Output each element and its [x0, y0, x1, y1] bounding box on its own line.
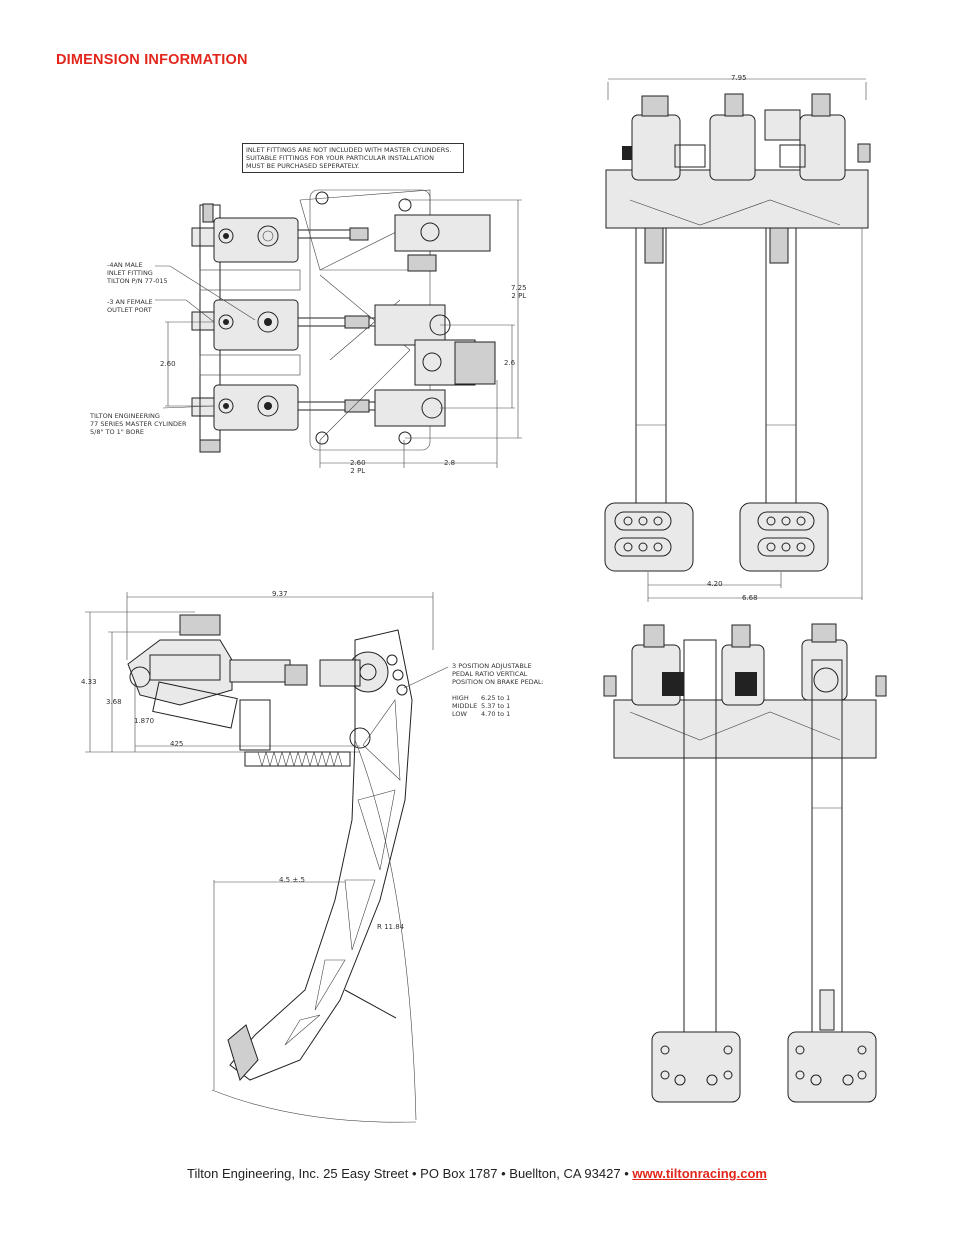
dim-h4: 425	[170, 740, 184, 748]
dim-width: 7.95	[731, 74, 747, 82]
dim-height: 7.25 2 PL	[511, 284, 527, 300]
website-link[interactable]: www.tiltonracing.com	[632, 1166, 767, 1181]
rear-view-drawing	[603, 623, 887, 1103]
dim-h3: 1.870	[134, 717, 155, 725]
pedal-ratio-callout: 3 POSITION ADJUSTABLE PEDAL RATIO VERTIC…	[452, 662, 544, 718]
inlet-fitting-callout: -4AN MALE INLET FITTING TILTON P/N 77-01…	[107, 261, 168, 285]
dim-pedal: 4.5 ±.5	[279, 876, 305, 884]
dim-overall: 6.68	[742, 594, 758, 602]
dim-h2: 3.68	[106, 698, 122, 706]
note-line: MUST BE PURCHASED SEPERATELY.	[246, 162, 360, 170]
dim-pitch: 2.6	[504, 359, 516, 367]
callout-line: PEDAL RATIO VERTICAL	[452, 670, 528, 678]
note-line: SUITABLE FITTINGS FOR YOUR PARTICULAR IN…	[246, 154, 434, 162]
front-view-drawing	[604, 78, 871, 602]
callout-line: OUTLET PORT	[107, 306, 152, 314]
ratio-value: 6.25 to 1	[481, 694, 511, 702]
footer: Tilton Engineering, Inc. 25 Easy Street …	[0, 1166, 954, 1181]
dim-pad-spacing: 4.20	[707, 580, 723, 588]
callout-line: -4AN MALE	[107, 261, 143, 269]
master-cylinder-callout: TILTON ENGINEERING 77 SERIES MASTER CYLI…	[90, 412, 187, 436]
ratio-row: LOW 4.70 to 1	[452, 710, 544, 718]
callout-line: 5/8" TO 1" BORE	[90, 428, 144, 436]
dim-radius: R 11.84	[377, 923, 405, 931]
callout-line: TILTON P/N 77-015	[107, 277, 168, 285]
side-view-drawing	[85, 592, 449, 1123]
ratio-label: MIDDLE	[452, 702, 478, 710]
dim-bottom-right: 2.8	[444, 459, 456, 467]
dim-h1: 4.33	[81, 678, 97, 686]
ratio-value: 4.70 to 1	[481, 710, 511, 718]
dim-value: 2 PL	[511, 292, 527, 300]
callout-line: INLET FITTING	[107, 269, 153, 277]
page-title: DIMENSION INFORMATION	[56, 52, 248, 68]
callout-line: 3 POSITION ADJUSTABLE	[452, 662, 532, 670]
callout-line: -3 AN FEMALE	[107, 298, 153, 306]
callout-line: POSITION ON BRAKE PEDAL:	[452, 678, 544, 686]
dim-left: 2.60	[160, 360, 176, 368]
dim-bottom-left: 2.60 2 PL	[350, 459, 366, 475]
top-view-drawing	[155, 189, 522, 468]
ratio-row: HIGH 6.25 to 1	[452, 694, 544, 702]
ratio-label: HIGH	[452, 694, 469, 702]
dim-length: 9.37	[272, 590, 288, 598]
callout-line: TILTON ENGINEERING	[90, 412, 160, 420]
dim-value: 2 PL	[350, 467, 366, 475]
outlet-port-callout: -3 AN FEMALE OUTLET PORT	[107, 298, 153, 314]
ratio-value: 5.37 to 1	[481, 702, 511, 710]
dim-value: 7.25	[511, 284, 527, 292]
note-line: INLET FITTINGS ARE NOT INCLUDED WITH MAS…	[246, 146, 452, 154]
fittings-note: INLET FITTINGS ARE NOT INCLUDED WITH MAS…	[242, 143, 464, 173]
callout-line: 77 SERIES MASTER CYLINDER	[90, 420, 187, 428]
dim-value: 2.60	[350, 459, 366, 467]
ratio-label: LOW	[452, 710, 467, 718]
footer-address: Tilton Engineering, Inc. 25 Easy Street …	[187, 1166, 633, 1181]
